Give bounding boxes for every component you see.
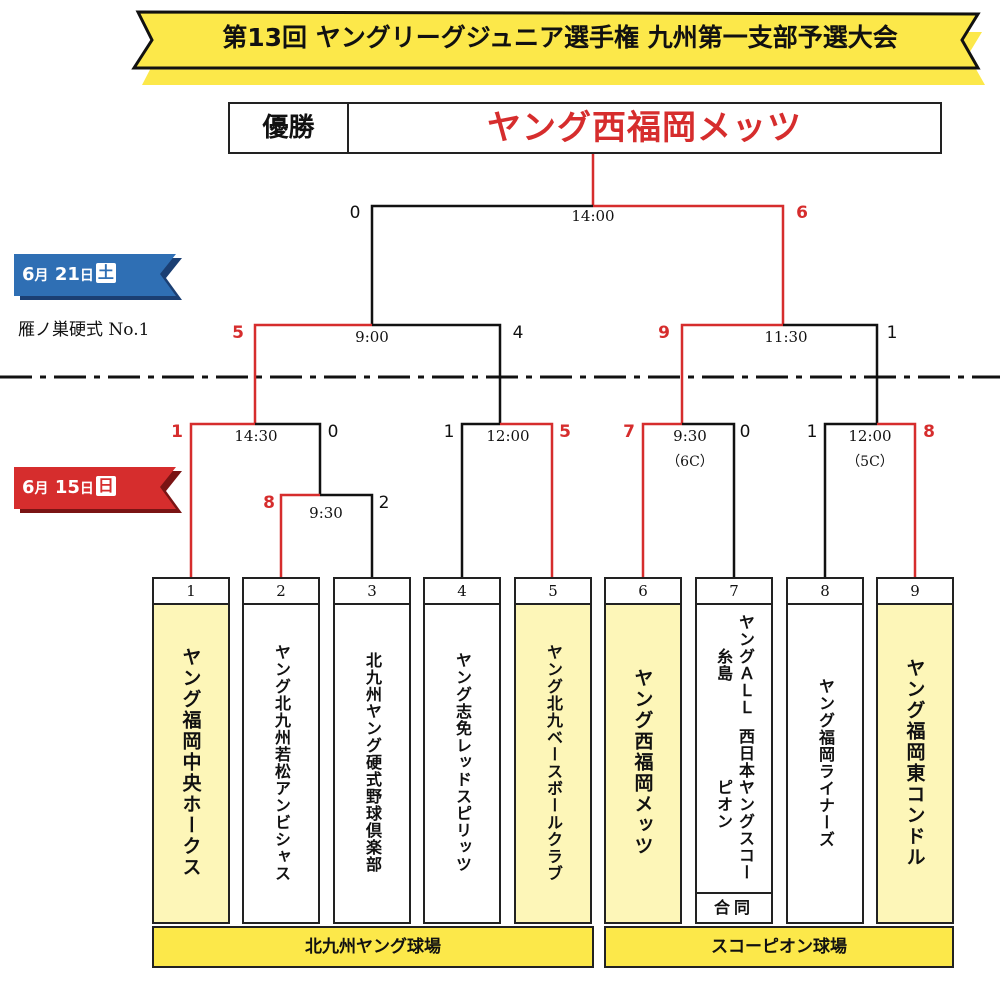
qf2-time: 12:00: [486, 427, 530, 445]
final-score-right: 6: [796, 203, 808, 223]
champion-box: 優勝 ヤング西福岡メッツ: [228, 102, 942, 154]
qf4-time: 12:00: [848, 427, 892, 445]
field-right: スコーピオン球場: [604, 926, 954, 968]
team-box-4: 4 ヤング志免レッドスピリッツ: [423, 577, 501, 924]
team-box-7: 7 ヤングＡＬＬ糸島西日本ヤングスコーピオン 合同: [695, 577, 773, 924]
date-text: 6月 21日土: [22, 252, 116, 298]
qf1-time: 14:30: [234, 427, 278, 445]
banner-ribbon-shape: [131, 10, 985, 85]
qf2-score-left: 1: [443, 422, 455, 442]
month-unit: 月: [34, 481, 49, 497]
month: 6: [22, 477, 35, 498]
date-text: 6月 15日日: [22, 465, 116, 511]
champion-label: 優勝: [230, 104, 349, 152]
qf3-score-left: 7: [623, 422, 635, 442]
weekday-box: 土: [95, 263, 116, 283]
r1-score-right: 2: [378, 493, 390, 513]
team-number: 3: [335, 579, 409, 605]
team-name: ヤング志免レッドスピリッツ: [453, 652, 472, 873]
day-unit: 日: [79, 268, 94, 284]
qf4-score-left: 1: [806, 422, 818, 442]
team-box-5: 5 ヤング北九ベースボールクラブ: [514, 577, 592, 924]
team-number: 8: [788, 579, 862, 605]
team-name-combined: ヤングＡＬＬ糸島西日本ヤングスコーピオン: [697, 609, 771, 888]
team-box-9: 9 ヤング福岡東コンドル: [876, 577, 954, 924]
qf3-court: （6C）: [666, 454, 714, 470]
team-number: 5: [516, 579, 590, 605]
team-box-3: 3 北九州ヤング硬式野球倶楽部: [333, 577, 411, 924]
qf1-score-right: 0: [327, 422, 339, 442]
r1-time: 9:30: [309, 504, 343, 522]
team-number: 4: [425, 579, 499, 605]
team-box-1: 1 ヤング福岡中央ホークス: [152, 577, 230, 924]
qf4-score-right: 8: [923, 422, 935, 442]
date-badge-june21: 6月 21日土: [14, 252, 182, 300]
qf4-court: （5C）: [846, 454, 894, 470]
team-name: ヤング北九州若松アンビシャス: [272, 643, 291, 882]
merge-label: 合同: [697, 892, 771, 922]
qf3-score-right: 0: [739, 422, 751, 442]
date-badge-shape: [14, 467, 182, 513]
champion-name: ヤング西福岡メッツ: [487, 108, 802, 148]
day-unit: 日: [79, 481, 94, 497]
team-name: ヤング福岡東コンドル: [903, 657, 926, 868]
final-time: 14:00: [571, 207, 615, 225]
month-unit: 月: [34, 268, 49, 284]
team-name: ヤング福岡中央ホークス: [179, 647, 202, 878]
team-number: 7: [697, 579, 771, 605]
day: 21: [54, 264, 80, 285]
venue-day2: 雁ノ巣硬式 No.1: [18, 320, 150, 340]
r1-score-left: 8: [263, 493, 275, 513]
final-score-left: 0: [349, 203, 361, 223]
team-box-2: 2 ヤング北九州若松アンビシャス: [242, 577, 320, 924]
team-name-b: 西日本ヤングスコーピオン: [714, 727, 755, 881]
field-left: 北九州ヤング球場: [152, 926, 594, 968]
sf2-score-left: 9: [658, 323, 670, 343]
team-number: 6: [606, 579, 680, 605]
qf2-score-right: 5: [559, 422, 571, 442]
sf1-time: 9:00: [355, 328, 389, 346]
team-name: ヤング西福岡メッツ: [631, 668, 654, 857]
team-box-6: 6 ヤング西福岡メッツ: [604, 577, 682, 924]
team-box-8: 8 ヤング福岡ライナーズ: [786, 577, 864, 924]
sf1-score-left: 5: [232, 323, 244, 343]
team-name-a: ヤングＡＬＬ糸島: [714, 613, 755, 716]
team-number: 1: [154, 579, 228, 605]
month: 6: [22, 264, 35, 285]
sf2-time: 11:30: [764, 328, 808, 346]
weekday-box: 日: [95, 476, 116, 496]
title-banner: 第13回 ヤングリーグジュニア選手権 九州第一支部予選大会: [130, 10, 1000, 95]
day: 15: [54, 477, 80, 498]
sf2-score-right: 1: [886, 323, 898, 343]
team-number: 9: [878, 579, 952, 605]
qf1-score-left: 1: [171, 422, 183, 442]
team-name: 北九州ヤング硬式野球倶楽部: [363, 652, 382, 873]
team-name: ヤング福岡ライナーズ: [816, 677, 835, 848]
qf3-time: 9:30: [673, 427, 707, 445]
sf1-score-right: 4: [512, 323, 524, 343]
team-number: 2: [244, 579, 318, 605]
date-badge-june15: 6月 15日日: [14, 465, 182, 513]
tournament-title: 第13回 ヤングリーグジュニア選手権 九州第一支部予選大会: [222, 23, 898, 52]
team-name: ヤング北九ベースボールクラブ: [544, 643, 563, 882]
